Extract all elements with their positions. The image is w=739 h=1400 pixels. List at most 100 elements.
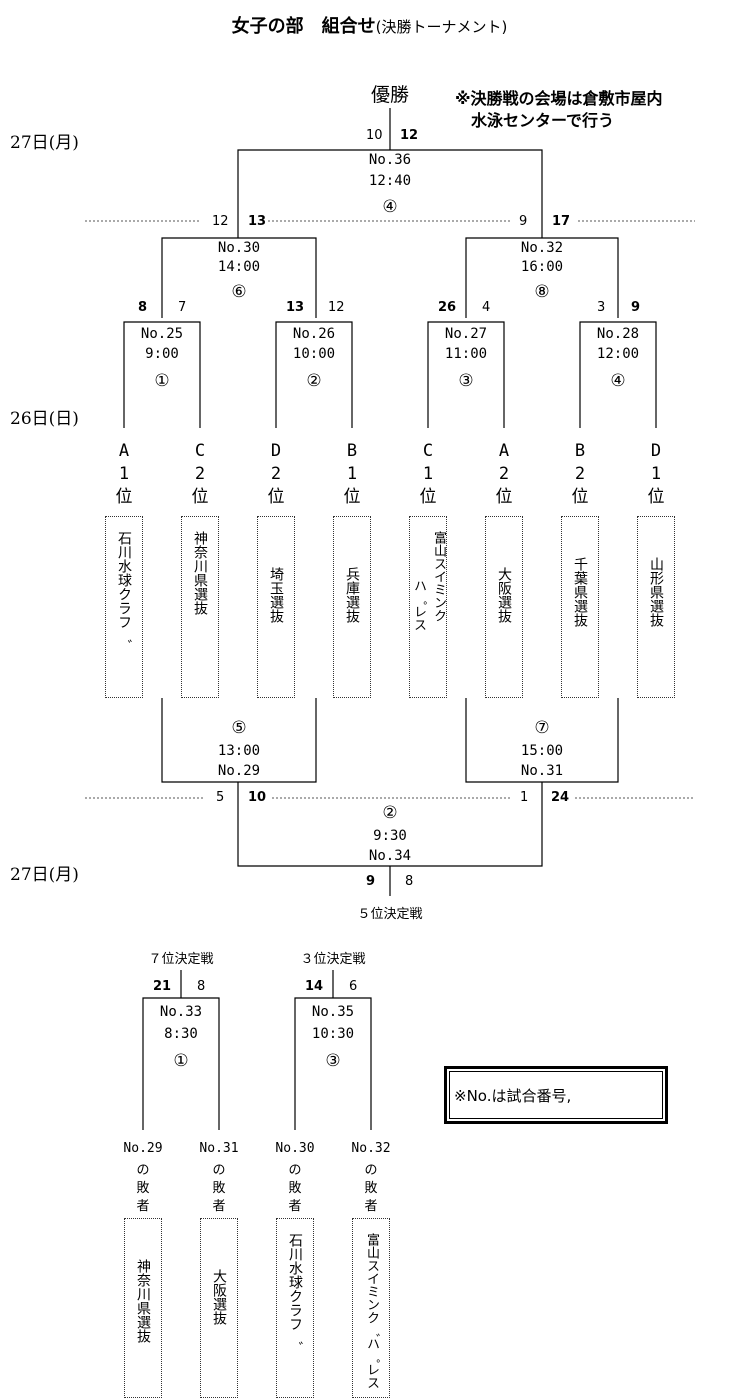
seed-rank: 1 xyxy=(346,464,358,484)
seventh-match-no: No.33 xyxy=(159,1004,203,1020)
bottom-team-box-1: 神奈川県選抜 xyxy=(124,1218,162,1398)
seed-suffix: 位 xyxy=(495,487,513,507)
legend-box: ※No.は試合番号, xyxy=(444,1066,668,1124)
fifth-score-top-left2: 1 xyxy=(520,790,529,805)
final-circle: ④ xyxy=(382,197,398,217)
team-name: 千葉県選抜 xyxy=(572,557,588,627)
third-score-left: 14 xyxy=(305,979,324,994)
loser-of: の xyxy=(136,1163,150,1178)
q2-score-left: 13 xyxy=(286,300,305,315)
seed-suffix: 位 xyxy=(571,487,589,507)
cons2-circle: ⑦ xyxy=(534,718,550,738)
loser-sha: 者 xyxy=(212,1199,226,1214)
seventh-label: ７位決定戦 xyxy=(148,952,214,967)
semi2-match-no: No.32 xyxy=(520,240,564,256)
seed-suffix: 位 xyxy=(647,487,665,507)
q1-match-no: No.25 xyxy=(140,326,184,342)
page-title: 女子の部 組合せ(決勝トーナメント) xyxy=(0,12,739,38)
semi1-time: 14:00 xyxy=(217,259,261,275)
q2-circle: ② xyxy=(306,371,322,391)
team-name: 大阪選抜 xyxy=(211,1269,227,1325)
seed-7: B 2 位 xyxy=(572,440,589,509)
fifth-match-no: No.34 xyxy=(368,848,412,864)
seed-group: B xyxy=(346,441,358,461)
q4-match-no: No.28 xyxy=(596,326,640,342)
title-sub: (決勝トーナメント) xyxy=(375,18,508,36)
fifth-score-top-left: 5 xyxy=(216,790,225,805)
q1-score-right: 7 xyxy=(178,300,187,315)
seed-1: A 1 位 xyxy=(116,440,133,509)
q3-score-right: 4 xyxy=(482,300,491,315)
team-name: 山形県選抜 xyxy=(648,557,664,627)
seed-rank: 2 xyxy=(194,464,206,484)
fifth-circle: ② xyxy=(382,803,398,823)
loser-match-no: No.32 xyxy=(351,1141,391,1156)
q1-circle: ① xyxy=(154,371,170,391)
seed-group: B xyxy=(574,441,586,461)
team-box-2: 神奈川県選抜 xyxy=(181,516,219,698)
final-score-left: 10 xyxy=(366,128,383,143)
seed-rank: 2 xyxy=(498,464,510,484)
q4-circle: ④ xyxy=(610,371,626,391)
q1-score-left: 8 xyxy=(138,300,148,315)
day-label-top: 27日(月) xyxy=(10,133,79,153)
third-match-no: No.35 xyxy=(311,1004,355,1020)
seed-suffix: 位 xyxy=(267,487,285,507)
q4-score-left: 3 xyxy=(597,300,606,315)
third-circle: ③ xyxy=(325,1051,341,1071)
team-box-8: 山形県選抜 xyxy=(637,516,675,698)
seed-suffix: 位 xyxy=(115,487,133,507)
seventh-score-right: 8 xyxy=(197,979,206,994)
loser-match-no: No.30 xyxy=(275,1141,315,1156)
seed-rank: 1 xyxy=(118,464,130,484)
semi1-score-top-left: 12 xyxy=(212,214,229,229)
q2-match-no: No.26 xyxy=(292,326,336,342)
champion-label: 優勝 xyxy=(370,84,410,106)
team-name-line2: ハ゜レス xyxy=(411,579,426,631)
team-name: 神奈川県選抜 xyxy=(192,531,208,615)
q3-time: 11:00 xyxy=(444,346,488,362)
third-time: 10:30 xyxy=(311,1026,355,1042)
team-box-1: 石川水球クラフ゛ xyxy=(105,516,143,698)
final-time: 12:40 xyxy=(368,173,412,189)
venue-note: ※決勝戦の会場は倉敷市屋内 水泳センターで行う xyxy=(455,89,663,130)
q3-match-no: No.27 xyxy=(444,326,488,342)
loser-text: 敗 xyxy=(364,1181,378,1196)
team-name: 富山スイミンク゛ハ゜レス xyxy=(364,1233,379,1389)
seventh-circle: ① xyxy=(173,1051,189,1071)
bottom-team-box-3: 石川水球クラフ゛ xyxy=(276,1218,314,1398)
semi1-score-top-right: 13 xyxy=(248,214,267,229)
cons1-time: 13:00 xyxy=(217,743,261,759)
q3-score-left: 26 xyxy=(438,300,457,315)
seed-suffix: 位 xyxy=(419,487,437,507)
bottom-team-box-4: 富山スイミンク゛ハ゜レス xyxy=(352,1218,390,1398)
semi1-match-no: No.30 xyxy=(217,240,261,256)
seed-group: A xyxy=(118,441,130,461)
fifth-score-top-right2: 24 xyxy=(551,790,570,805)
fifth-score-right: 8 xyxy=(405,874,414,889)
semi2-score-top-right: 17 xyxy=(552,214,571,229)
q2-time: 10:00 xyxy=(292,346,336,362)
seed-rank: 2 xyxy=(574,464,586,484)
team-name: 大阪選抜 xyxy=(496,567,512,623)
final-score-right: 12 xyxy=(400,128,419,143)
loser-match-no: No.31 xyxy=(199,1141,239,1156)
q3-circle: ③ xyxy=(458,371,474,391)
fifth-score-left: 9 xyxy=(366,874,376,889)
fifth-score-top-right: 10 xyxy=(248,790,267,805)
fifth-label: ５位決定戦 xyxy=(357,907,423,922)
day-label-26: 26日(日) xyxy=(10,409,79,429)
final-match-no: No.36 xyxy=(368,152,412,168)
loser-of: の xyxy=(212,1163,226,1178)
seventh-time: 8:30 xyxy=(164,1026,198,1042)
bottom-team-box-2: 大阪選抜 xyxy=(200,1218,238,1398)
fifth-time: 9:30 xyxy=(373,828,407,844)
team-box-3: 埼玉選抜 xyxy=(257,516,295,698)
